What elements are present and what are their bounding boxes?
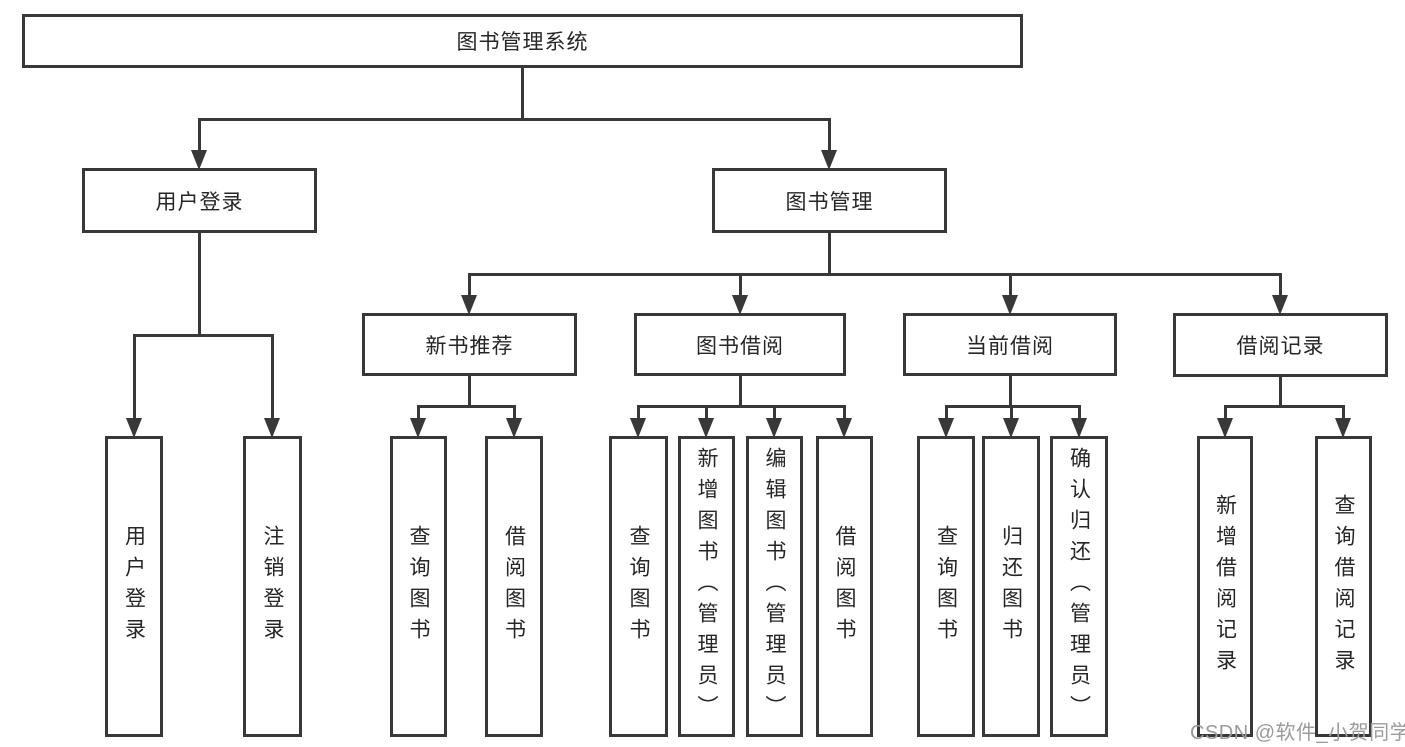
arrowhead-into-user-login [125, 418, 142, 438]
edge-drop-br-query-record [1342, 406, 1345, 420]
edge-rail-borrow-records [1223, 404, 1345, 408]
arrowhead-into-new-books [461, 295, 477, 315]
edge-stem-book-mgmt [828, 233, 831, 274]
node-label-root: 图书管理系统 [456, 31, 589, 54]
edge-drop-cb-query-books [944, 406, 948, 420]
edge-drop-login [198, 119, 201, 152]
node-nb-query-books: 查询图书 [390, 436, 447, 737]
node-cb-confirm-return: 确认归还（管理员） [1050, 436, 1108, 737]
arrowhead-into-br-query-record [1335, 418, 1351, 438]
edge-drop-cb-return-books [1009, 406, 1013, 420]
edge-stem-borrow-records [1279, 377, 1282, 406]
arrowhead-into-book-borrow [731, 295, 748, 315]
node-label-cb-return-books: 归还图书 [999, 524, 1023, 649]
node-cb-return-books: 归还图书 [982, 436, 1040, 737]
node-new-books: 新书推荐 [362, 313, 577, 376]
node-bb-query-books: 查询图书 [609, 436, 668, 737]
arrowhead-into-cb-return-books [1002, 418, 1019, 438]
node-login: 用户登录 [82, 168, 317, 233]
node-root: 图书管理系统 [22, 14, 1023, 68]
node-br-add-record: 新增借阅记录 [1197, 436, 1253, 737]
edge-drop-bb-edit-books [773, 406, 776, 420]
node-label-login: 用户登录 [155, 190, 244, 214]
edge-drop-bb-query-books [637, 406, 640, 420]
edge-drop-book-mgmt [828, 119, 831, 152]
edge-rail-root [198, 117, 831, 121]
node-label-nb-query-books: 查询图书 [407, 524, 430, 649]
edge-rail-current-borrow [944, 404, 1081, 408]
arrowhead-into-br-add-record [1216, 418, 1233, 438]
arrowhead-into-logout [264, 418, 280, 438]
arrowhead-into-login [191, 150, 207, 170]
csdn-watermark: CSDN @软件_小贺同学 [1190, 722, 1405, 744]
node-label-bb-edit-books: 编辑图书（管理员） [763, 447, 786, 726]
node-label-book-mgmt: 图书管理 [785, 190, 874, 214]
edge-drop-logout [271, 335, 274, 420]
node-label-user-login: 用户登录 [122, 524, 146, 649]
arrowhead-into-bb-borrow-books [836, 418, 852, 438]
arrowhead-into-nb-borrow-books [505, 418, 522, 438]
edge-drop-nb-query-books [417, 406, 420, 420]
arrowhead-into-nb-query-books [410, 418, 426, 438]
node-label-borrow-records: 借阅记录 [1236, 335, 1325, 358]
arrowhead-into-current-borrow [1001, 295, 1018, 315]
edge-drop-current-borrow [1008, 274, 1012, 297]
node-label-cb-query-books: 查询图书 [934, 524, 958, 649]
node-label-bb-query-books: 查询图书 [627, 524, 650, 649]
edge-stem-current-borrow [1008, 376, 1012, 406]
edge-drop-borrow-records [1279, 274, 1282, 297]
edge-drop-bb-borrow-books [843, 406, 846, 420]
node-label-br-add-record: 新增借阅记录 [1213, 493, 1237, 680]
node-label-bb-add-books: 新增图书（管理员） [695, 447, 718, 726]
node-label-nb-borrow-books: 借阅图书 [502, 524, 526, 649]
node-book-mgmt: 图书管理 [712, 168, 947, 233]
edge-stem-book-borrow [738, 376, 742, 406]
arrowhead-into-cb-query-books [937, 418, 954, 438]
node-label-br-query-record: 查询借阅记录 [1332, 493, 1355, 680]
edge-stem-login [198, 233, 201, 335]
edge-rail-login [132, 333, 274, 337]
arrowhead-into-book-mgmt [821, 150, 837, 170]
edge-stem-root [521, 68, 524, 119]
node-label-bb-borrow-books: 借阅图书 [833, 524, 856, 649]
node-logout: 注销登录 [243, 436, 302, 737]
node-bb-edit-books: 编辑图书（管理员） [746, 436, 803, 737]
edge-drop-cb-confirm-return [1077, 406, 1081, 420]
edge-drop-new-books [468, 274, 471, 297]
node-label-cb-confirm-return: 确认归还（管理员） [1067, 447, 1091, 726]
edge-rail-book-mgmt [468, 272, 1282, 276]
node-label-book-borrow: 图书借阅 [696, 334, 784, 358]
node-bb-add-books: 新增图书（管理员） [678, 436, 735, 737]
arrowhead-into-cb-confirm-return [1070, 418, 1087, 438]
node-bb-borrow-books: 借阅图书 [816, 436, 873, 737]
node-book-borrow: 图书借阅 [634, 313, 846, 376]
arrowhead-into-bb-query-books [630, 418, 646, 438]
node-label-new-books: 新书推荐 [425, 334, 514, 358]
edge-stem-new-books [468, 376, 471, 406]
node-br-query-record: 查询借阅记录 [1315, 436, 1372, 737]
node-borrow-records: 借阅记录 [1173, 313, 1388, 377]
arrowhead-into-bb-add-books [698, 418, 714, 438]
node-user-login: 用户登录 [105, 436, 163, 737]
node-nb-borrow-books: 借阅图书 [485, 436, 543, 737]
edge-rail-new-books [417, 404, 516, 408]
edge-drop-user-login [132, 335, 136, 420]
edge-drop-book-borrow [738, 274, 742, 297]
edge-rail-book-borrow [637, 404, 846, 408]
arrowhead-into-borrow-records [1272, 295, 1288, 315]
node-current-borrow: 当前借阅 [903, 313, 1117, 376]
edge-drop-br-add-record [1223, 406, 1227, 420]
node-label-logout: 注销登录 [261, 524, 284, 649]
edge-drop-nb-borrow-books [512, 406, 516, 420]
node-cb-query-books: 查询图书 [917, 436, 975, 737]
arrowhead-into-bb-edit-books [766, 418, 782, 438]
edge-drop-bb-add-books [705, 406, 708, 420]
node-label-current-borrow: 当前借阅 [966, 334, 1054, 358]
